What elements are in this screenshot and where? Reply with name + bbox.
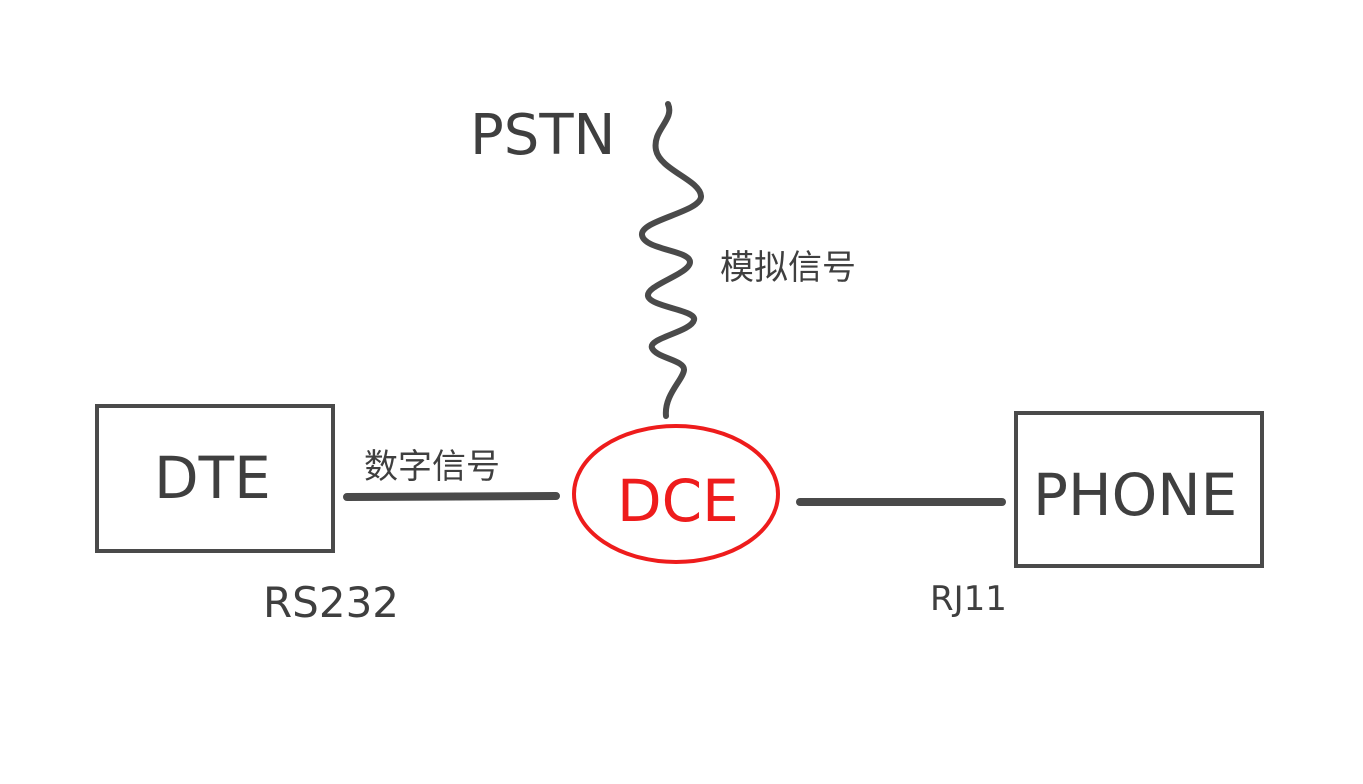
pstn-label: PSTN [470, 103, 616, 168]
phone-label: PHONE [1033, 461, 1238, 529]
phone-box [1014, 411, 1264, 568]
digital-signal-label: 数字信号 [364, 447, 500, 487]
dte-label: DTE [154, 444, 271, 512]
analog-signal-label: 模拟信号 [720, 248, 856, 288]
dte-box [95, 404, 335, 553]
dce-ellipse [572, 424, 780, 564]
pstn-wavy-line [639, 101, 704, 419]
dce-label: DCE [617, 467, 739, 535]
dte-dce-connector [343, 492, 560, 501]
rj11-label: RJ11 [930, 579, 1007, 619]
rs232-label: RS232 [263, 578, 400, 627]
